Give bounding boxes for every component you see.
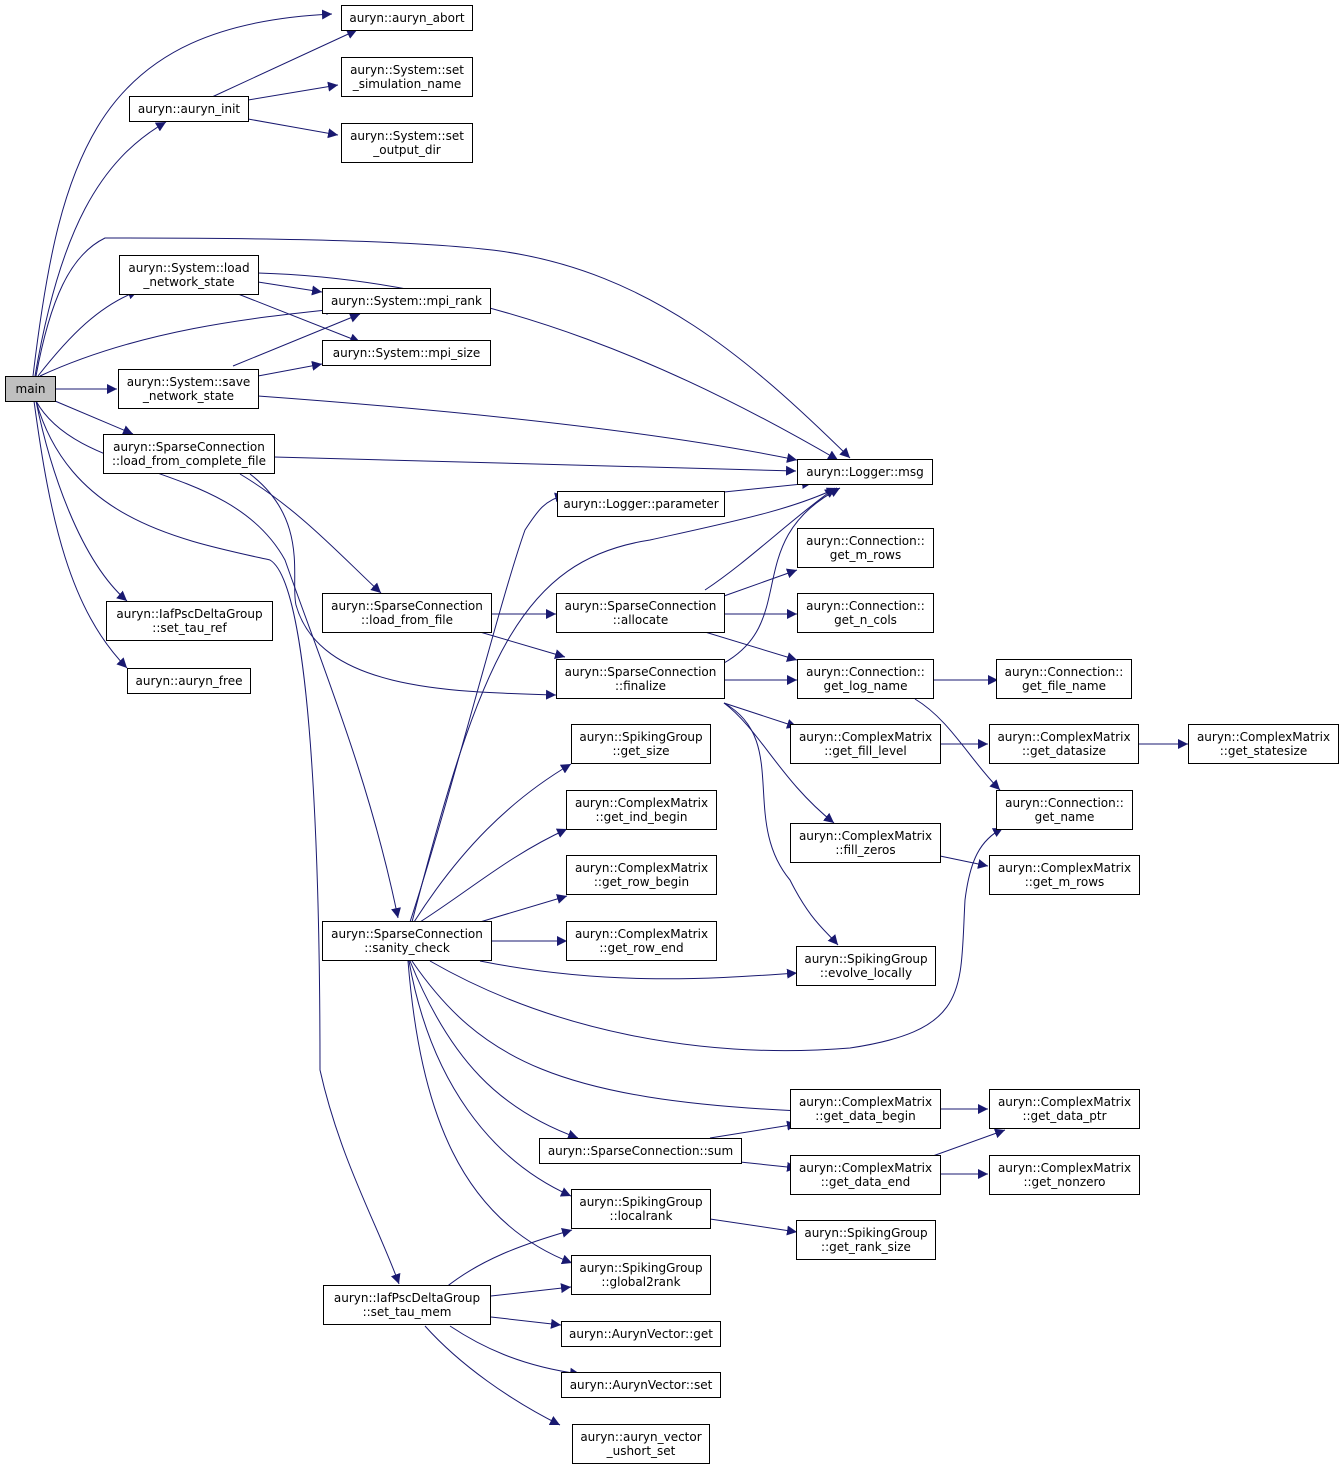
node-logger-parameter[interactable]: auryn::Logger::parameter: [557, 491, 725, 517]
node-get-data-begin[interactable]: auryn::ComplexMatrix ::get_data_begin: [790, 1089, 941, 1129]
edge-finalize-logger-msg: [723, 487, 841, 664]
edge-tau-mem-av-get: [490, 1316, 562, 1329]
edge-sanity-localrank: [408, 960, 572, 1197]
node-set-output-dir[interactable]: auryn::System::set _output_dir: [341, 123, 473, 163]
edge-sanity-get-row-begin: [479, 894, 568, 923]
node-global2rank[interactable]: auryn::SpikingGroup ::global2rank: [571, 1255, 711, 1295]
edge-localrank-rank-size: [709, 1218, 798, 1236]
node-set-tau-ref[interactable]: auryn::IafPscDeltaGroup ::set_tau_ref: [106, 601, 273, 641]
edge-allocate-get-log-name: [704, 631, 798, 662]
node-finalize[interactable]: auryn::SparseConnection ::finalize: [556, 659, 725, 699]
node-get-statesize[interactable]: auryn::ComplexMatrix ::get_statesize: [1188, 724, 1339, 764]
edge-log-name-conn-get-name: [914, 698, 1001, 791]
node-get-fill-level[interactable]: auryn::ComplexMatrix ::get_fill_level: [790, 724, 941, 764]
edge-main-auryn-abort: [32, 9, 333, 377]
node-save-network-state[interactable]: auryn::System::save _network_state: [118, 369, 259, 409]
node-main: main: [5, 376, 56, 402]
node-logger-msg[interactable]: auryn::Logger::msg: [797, 459, 933, 485]
node-fill-zeros[interactable]: auryn::ComplexMatrix ::fill_zeros: [790, 823, 941, 863]
edge-sanity-conn-get-name: [429, 827, 1004, 1052]
edge-main-set-tau-ref: [35, 400, 128, 602]
edge-main-auryn-free: [33, 400, 128, 669]
edge-main-logger-msg: [35, 237, 851, 459]
node-get-log-name[interactable]: auryn::Connection:: get_log_name: [797, 659, 934, 699]
edge-fill-zeros-cm-m-rows: [939, 855, 989, 869]
edge-sanity-sc-sum: [409, 960, 579, 1140]
edge-sanity-get-data-begin: [411, 960, 801, 1116]
edge-init-abort: [211, 29, 358, 98]
node-allocate[interactable]: auryn::SparseConnection ::allocate: [556, 593, 725, 633]
node-sanity-check[interactable]: auryn::SparseConnection ::sanity_check: [322, 921, 492, 961]
node-load-from-file[interactable]: auryn::SparseConnection ::load_from_file: [322, 593, 492, 633]
node-get-row-begin[interactable]: auryn::ComplexMatrix ::get_row_begin: [566, 855, 717, 895]
node-load-network-state[interactable]: auryn::System::load _network_state: [119, 255, 259, 295]
edge-save-mpi-size: [257, 360, 323, 377]
node-set-simulation-name[interactable]: auryn::System::set _simulation_name: [341, 57, 473, 97]
edge-allocate-get-m-rows: [723, 568, 798, 597]
edge-main-load-from-complete-file: [54, 400, 134, 435]
edge-finalize-evolve-locally: [723, 702, 839, 946]
edge-data-end-data-ptr: [929, 1128, 1006, 1158]
edge-tau-mem-localrank: [444, 1227, 573, 1289]
edge-main-sanity-check: [35, 400, 401, 919]
edge-main-load-network-state: [37, 289, 139, 377]
node-set-tau-mem[interactable]: auryn::IafPscDeltaGroup ::set_tau_mem: [323, 1285, 491, 1325]
edge-init-set-output-dir: [247, 118, 339, 139]
edge-load-mpi-size: [232, 291, 361, 343]
edge-tau-mem-vector-ushort-set: [424, 1325, 561, 1426]
node-get-n-cols[interactable]: auryn::Connection:: get_n_cols: [797, 593, 934, 633]
edge-sanity-evolve-locally: [479, 960, 798, 980]
node-get-data-ptr[interactable]: auryn::ComplexMatrix ::get_data_ptr: [989, 1089, 1140, 1129]
edge-sum-get-data-begin: [709, 1120, 798, 1139]
node-sparse-connection-sum[interactable]: auryn::SparseConnection::sum: [539, 1138, 742, 1164]
edge-tau-mem-global2rank: [490, 1283, 572, 1297]
node-auryn-vector-ushort-set[interactable]: auryn::auryn_vector _ushort_set: [572, 1424, 710, 1464]
node-aurynvector-set[interactable]: auryn::AurynVector::set: [561, 1372, 721, 1398]
node-get-datasize[interactable]: auryn::ComplexMatrix ::get_datasize: [989, 724, 1139, 764]
node-mpi-size[interactable]: auryn::System::mpi_size: [322, 340, 491, 366]
edge-finalize-fill-zeros: [723, 702, 835, 824]
node-auryn-init[interactable]: auryn::auryn_init: [129, 96, 249, 122]
edge-lfcf-logger-msg: [273, 456, 797, 476]
edge-lfcf-load-from-file: [239, 473, 382, 594]
node-spiking-group-get-size[interactable]: auryn::SpikingGroup ::get_size: [571, 724, 711, 764]
node-load-from-complete-file[interactable]: auryn::SparseConnection ::load_from_comp…: [103, 434, 275, 474]
edge-tau-mem-av-set: [449, 1325, 581, 1378]
node-get-ind-begin[interactable]: auryn::ComplexMatrix ::get_ind_begin: [566, 790, 717, 830]
edge-finalize-get-fill-level: [723, 702, 798, 729]
edge-lfcf-finalize: [249, 473, 557, 700]
node-connection-get-name[interactable]: auryn::Connection:: get_name: [996, 790, 1133, 830]
edge-sanity-parameter: [409, 492, 566, 923]
edge-main-auryn-init: [34, 121, 167, 377]
node-get-nonzero[interactable]: auryn::ComplexMatrix ::get_nonzero: [989, 1155, 1140, 1195]
node-get-m-rows-connection[interactable]: auryn::Connection:: get_m_rows: [797, 528, 934, 568]
edge-sanity-get-ind-begin: [419, 828, 568, 923]
node-get-row-end[interactable]: auryn::ComplexMatrix ::get_row_end: [566, 921, 717, 961]
node-evolve-locally[interactable]: auryn::SpikingGroup ::evolve_locally: [796, 946, 936, 986]
edge-main-set-tau-mem: [35, 400, 401, 1285]
edge-load-mpi-rank: [257, 281, 323, 296]
node-get-file-name[interactable]: auryn::Connection:: get_file_name: [996, 659, 1132, 699]
node-localrank[interactable]: auryn::SpikingGroup ::localrank: [571, 1189, 711, 1229]
node-auryn-free[interactable]: auryn::auryn_free: [127, 668, 251, 694]
node-aurynvector-get[interactable]: auryn::AurynVector::get: [561, 1321, 721, 1347]
edge-main-mpi-rank: [39, 305, 337, 377]
node-get-data-end[interactable]: auryn::ComplexMatrix ::get_data_end: [790, 1155, 941, 1195]
node-auryn-abort[interactable]: auryn::auryn_abort: [341, 5, 473, 31]
node-complex-matrix-get-m-rows[interactable]: auryn::ComplexMatrix ::get_m_rows: [989, 855, 1140, 895]
edge-save-logger-msg: [257, 395, 798, 463]
edge-sanity-global2rank: [407, 960, 573, 1265]
edge-allocate-logger-msg: [704, 487, 836, 591]
edge-lff-finalize: [479, 631, 566, 659]
node-get-rank-size[interactable]: auryn::SpikingGroup ::get_rank_size: [796, 1220, 936, 1260]
edge-load-logger-msg: [257, 272, 839, 461]
node-mpi-rank[interactable]: auryn::System::mpi_rank: [322, 288, 491, 314]
edge-init-set-sim-name: [247, 81, 339, 101]
edge-save-mpi-rank: [232, 313, 361, 367]
edge-sanity-get-size: [413, 763, 572, 923]
edge-sum-get-data-end: [739, 1161, 798, 1172]
